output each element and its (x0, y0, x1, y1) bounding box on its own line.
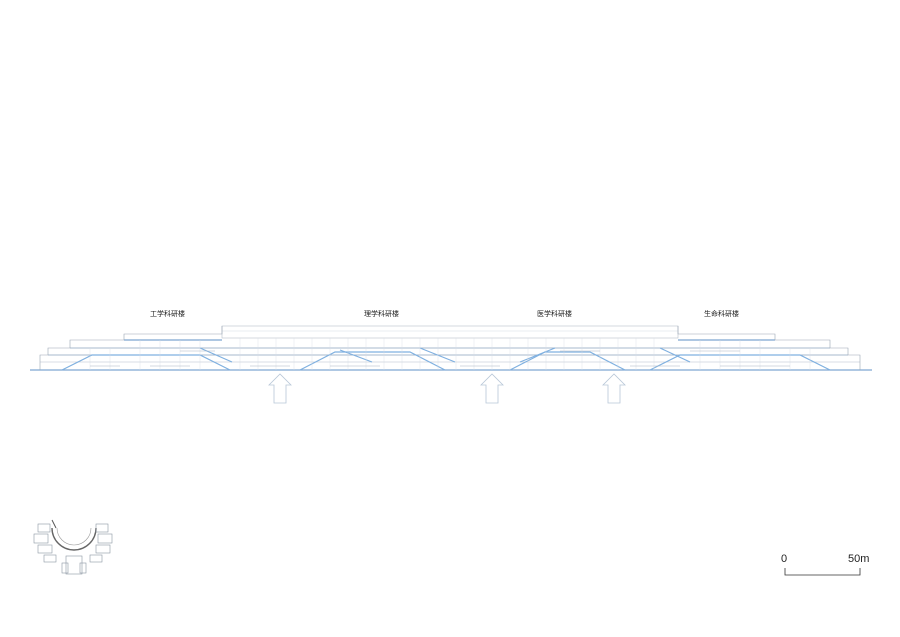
label-engineering-building: 工学科研楼 (150, 309, 185, 318)
outer-profile-left (39, 326, 223, 370)
scale-bar-line (784, 568, 861, 576)
roof-volume (221, 325, 679, 339)
label-medical-building: 医学科研楼 (537, 309, 572, 318)
label-life-science-building: 生命科研楼 (704, 309, 739, 318)
entrance-arrow-icon (480, 373, 504, 404)
interior-details (90, 350, 790, 367)
key-plan (33, 519, 113, 575)
building-labels: 工学科研楼 理学科研楼 医学科研楼 生命科研楼 (150, 309, 739, 318)
scale-bar-end-label: 50m (848, 553, 869, 565)
section-elevation (30, 325, 872, 371)
key-plan-ring-inner (56, 527, 92, 546)
entrance-arrows (268, 373, 626, 404)
facade-mullions (89, 338, 811, 370)
label-science-building: 理学科研楼 (364, 309, 399, 318)
entrance-arrow-icon (602, 373, 626, 404)
circulation-ramps (61, 347, 831, 371)
entrance-arrow-icon (268, 373, 292, 404)
scale-bar-start-label: 0 (781, 553, 787, 565)
key-plan-ring (51, 527, 97, 551)
outer-profile-right (677, 326, 861, 370)
scale-bar: 0 50m (781, 553, 869, 576)
